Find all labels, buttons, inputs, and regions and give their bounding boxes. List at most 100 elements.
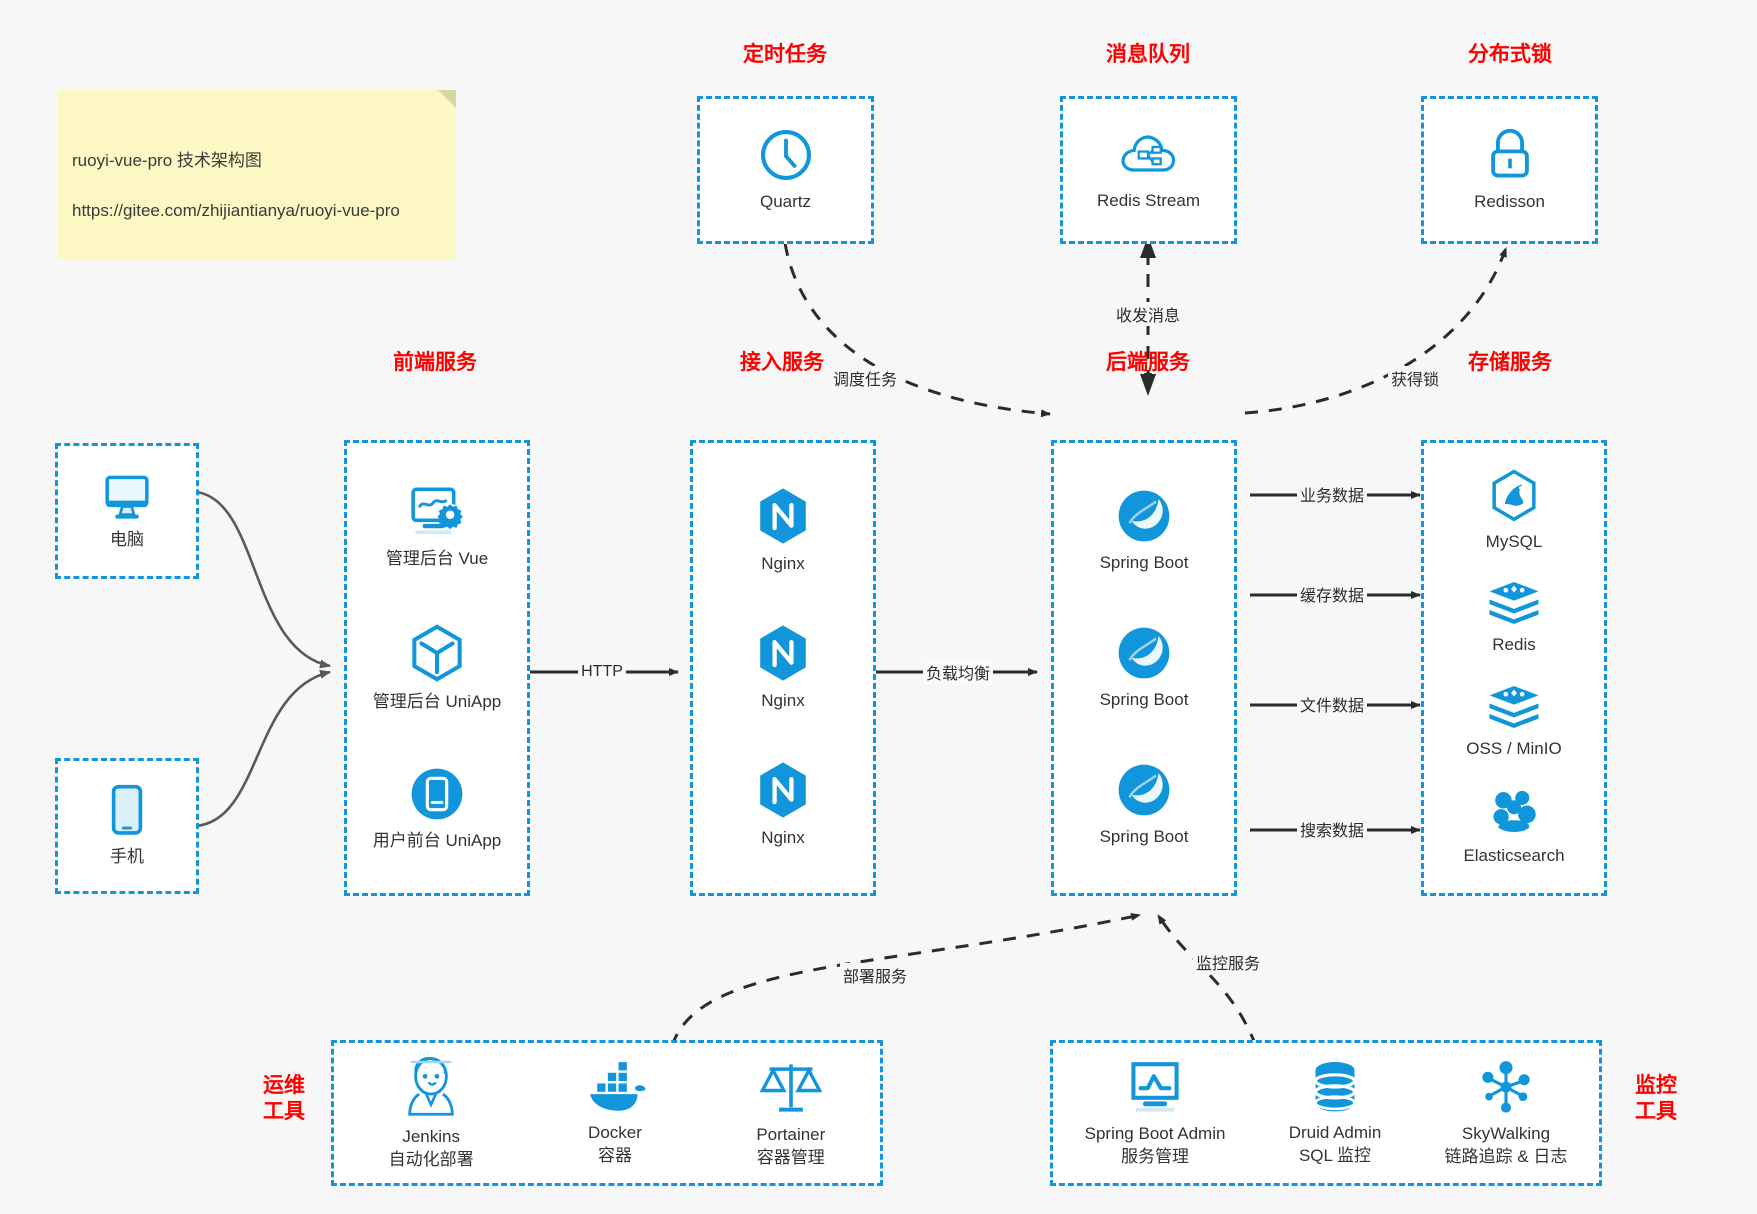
node-label: OSS / MinIO bbox=[1466, 738, 1562, 758]
node-label: 手机 bbox=[110, 847, 144, 867]
node-user-uniapp[interactable]: 用户前台 UniApp bbox=[373, 765, 501, 853]
edge-computer-to-frontend bbox=[195, 490, 331, 669]
group-title-distributed-lock: 分布式锁 bbox=[1468, 43, 1552, 66]
edge-backend-to-lock bbox=[1244, 247, 1508, 415]
node-nginx-3[interactable]: Nginx bbox=[755, 760, 811, 850]
node-label: 管理后台 UniApp bbox=[372, 692, 502, 712]
node-oss-minio[interactable]: OSS / MinIO bbox=[1466, 683, 1562, 761]
node-label: Nginx bbox=[761, 691, 805, 711]
cube-icon bbox=[407, 622, 467, 684]
nginx-icon bbox=[755, 486, 811, 546]
node-skywalking[interactable]: SkyWalking 链路追踪 & 日志 bbox=[1444, 1058, 1568, 1169]
edge-monitor-service bbox=[1156, 914, 1258, 1047]
app-circle-icon bbox=[408, 765, 466, 823]
node-admin-uniapp[interactable]: 管理后台 UniApp bbox=[373, 622, 501, 714]
node-label: Docker 容器 bbox=[588, 1122, 642, 1165]
group-box-message-queue: Redis Stream bbox=[1060, 96, 1237, 244]
note-line-1: ruoyi-vue-pro 技术架构图 bbox=[72, 151, 262, 171]
node-docker[interactable]: Docker 容器 bbox=[583, 1059, 647, 1168]
node-label: Redisson bbox=[1474, 192, 1545, 212]
node-quartz[interactable]: Quartz bbox=[757, 126, 815, 214]
node-admin-vue[interactable]: 管理后台 Vue bbox=[386, 483, 488, 571]
node-druid-admin[interactable]: Druid Admin SQL 监控 bbox=[1288, 1059, 1382, 1168]
node-computer[interactable]: 电脑 bbox=[99, 470, 155, 552]
group-box-storage-service: MySQL Redis bbox=[1421, 440, 1607, 896]
node-spring-boot-1[interactable]: Spring Boot bbox=[1099, 487, 1189, 575]
node-redis[interactable]: Redis bbox=[1486, 579, 1542, 657]
elasticsearch-icon bbox=[1487, 786, 1541, 838]
node-label: Spring Boot bbox=[1099, 690, 1189, 710]
node-label: Spring Boot bbox=[1099, 826, 1189, 846]
node-redis-stream[interactable]: Redis Stream bbox=[1097, 127, 1200, 213]
network-nodes-icon bbox=[1477, 1058, 1535, 1116]
group-title-storage-service: 存储服务 bbox=[1468, 351, 1552, 374]
diagram-note: ruoyi-vue-pro 技术架构图 https://gitee.com/zh… bbox=[58, 90, 456, 260]
edge-label-business-data: 业务数据 bbox=[1296, 482, 1368, 506]
node-label: 管理后台 Vue bbox=[385, 548, 489, 568]
cloud-stream-icon bbox=[1118, 127, 1178, 183]
node-jenkins[interactable]: Jenkins 自动化部署 bbox=[389, 1055, 474, 1172]
edge-label-send-receive-message: 收发消息 bbox=[1112, 302, 1184, 326]
group-box-monitor-tools: Spring Boot Admin 服务管理 Druid Admin SQL 监… bbox=[1050, 1040, 1602, 1186]
group-box-scheduled-task: Quartz bbox=[697, 96, 874, 244]
node-label: Quartz bbox=[759, 192, 812, 212]
edge-label-acquire-lock: 获得锁 bbox=[1387, 366, 1443, 390]
group-box-ops-tools: Jenkins 自动化部署 Docker 容器 bbox=[331, 1040, 883, 1186]
node-spring-boot-admin[interactable]: Spring Boot Admin 服务管理 bbox=[1084, 1058, 1226, 1169]
node-nginx-1[interactable]: Nginx bbox=[755, 486, 811, 576]
group-title-ops-tools: 运维 工具 bbox=[263, 1074, 305, 1124]
jenkins-icon bbox=[400, 1055, 462, 1119]
node-label: MySQL bbox=[1485, 531, 1543, 551]
edge-label-search-data: 搜索数据 bbox=[1296, 817, 1368, 841]
edge-label-cache-data: 缓存数据 bbox=[1296, 582, 1368, 606]
edge-label-schedule-task: 调度任务 bbox=[829, 366, 901, 390]
group-box-frontend-service: 管理后台 Vue 管理后台 UniApp 用户前台 UniApp bbox=[344, 440, 530, 896]
node-spring-boot-2[interactable]: Spring Boot bbox=[1099, 624, 1189, 712]
redis-icon bbox=[1486, 579, 1542, 627]
group-title-backend-service: 后端服务 bbox=[1106, 351, 1190, 374]
node-label: Nginx bbox=[761, 827, 805, 847]
node-portainer[interactable]: Portainer 容器管理 bbox=[756, 1057, 825, 1170]
desktop-icon bbox=[99, 470, 155, 522]
node-label: Spring Boot bbox=[1099, 553, 1189, 573]
oss-icon bbox=[1486, 683, 1542, 731]
nginx-icon bbox=[755, 760, 811, 820]
group-title-frontend-service: 前端服务 bbox=[393, 351, 477, 374]
node-nginx-2[interactable]: Nginx bbox=[755, 623, 811, 713]
node-redisson[interactable]: Redisson bbox=[1474, 126, 1545, 214]
group-box-access-service: Nginx Nginx Nginx bbox=[690, 440, 876, 896]
node-phone[interactable]: 手机 bbox=[107, 783, 147, 869]
node-label: 用户前台 UniApp bbox=[372, 831, 502, 851]
edge-label-monitor-service: 监控服务 bbox=[1192, 950, 1264, 974]
node-label: SkyWalking 链路追踪 & 日志 bbox=[1444, 1123, 1568, 1166]
edge-phone-to-frontend bbox=[195, 669, 331, 828]
group-title-access-service: 接入服务 bbox=[740, 351, 824, 374]
edge-quartz-to-backend bbox=[783, 242, 1051, 418]
group-title-scheduled-task: 定时任务 bbox=[743, 43, 827, 66]
dashboard-gear-icon bbox=[406, 483, 468, 541]
node-label: Elasticsearch bbox=[1463, 846, 1565, 866]
edge-label-deploy-service: 部署服务 bbox=[839, 963, 911, 987]
edge-label-http: HTTP bbox=[578, 663, 626, 681]
spring-boot-icon bbox=[1115, 487, 1173, 545]
node-label: Druid Admin SQL 监控 bbox=[1288, 1122, 1382, 1165]
node-mysql[interactable]: MySQL bbox=[1485, 468, 1543, 554]
node-label: 电脑 bbox=[110, 530, 144, 550]
node-label: Redis bbox=[1492, 635, 1536, 655]
note-fold-corner bbox=[438, 90, 456, 108]
nginx-icon bbox=[755, 623, 811, 683]
node-elasticsearch[interactable]: Elasticsearch bbox=[1463, 786, 1565, 868]
node-label: Nginx bbox=[761, 554, 805, 574]
docker-icon bbox=[583, 1059, 647, 1115]
node-label: Redis Stream bbox=[1097, 191, 1200, 211]
scales-icon bbox=[759, 1057, 823, 1117]
node-label: Portainer 容器管理 bbox=[756, 1124, 826, 1167]
spring-boot-icon bbox=[1115, 624, 1173, 682]
edge-label-file-data: 文件数据 bbox=[1296, 692, 1368, 716]
node-spring-boot-3[interactable]: Spring Boot bbox=[1099, 761, 1189, 849]
spring-boot-icon bbox=[1115, 761, 1173, 819]
node-label: Spring Boot Admin 服务管理 bbox=[1084, 1123, 1226, 1166]
client-box-computer: 电脑 bbox=[55, 443, 199, 579]
clock-icon bbox=[757, 126, 815, 184]
note-line-2: https://gitee.com/zhijiantianya/ruoyi-vu… bbox=[72, 200, 400, 220]
